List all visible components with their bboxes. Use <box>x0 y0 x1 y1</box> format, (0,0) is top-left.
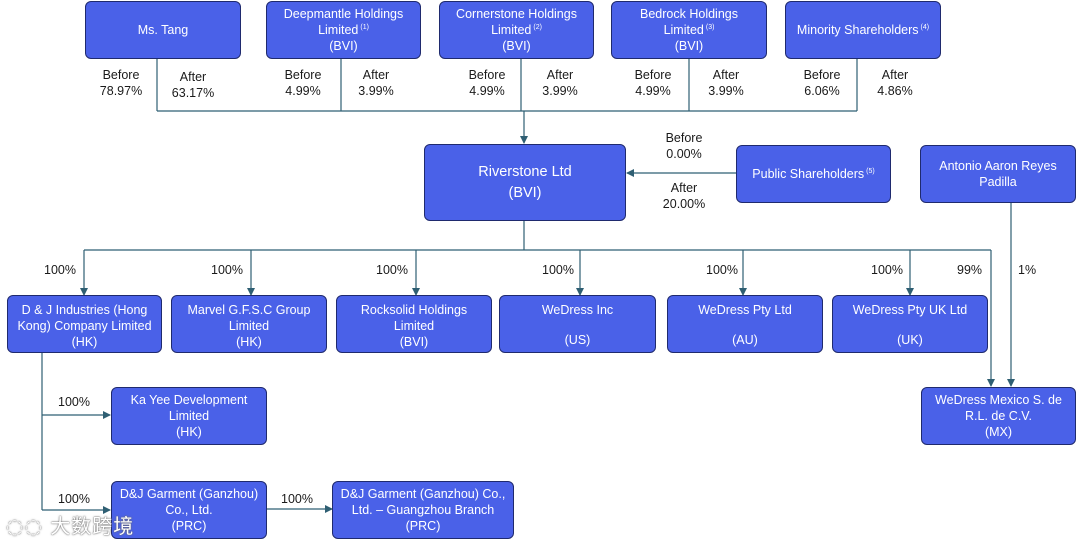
sub-kayee[interactable]: Ka Yee Development Limited (HK) <box>111 387 267 445</box>
shareholder-minority[interactable]: Minority Shareholders(4) <box>785 1 941 59</box>
sub-wedress-au[interactable]: WeDress Pty Ltd (AU) <box>667 295 823 353</box>
box-country: (BVI) <box>329 39 358 53</box>
box-country: (HK) <box>236 335 262 349</box>
box-country: (BVI) <box>502 39 531 53</box>
watermark: ◌◌ 大数跨境 <box>6 514 135 538</box>
box-name: Ms. Tang <box>137 23 189 37</box>
shareholder-ms-tang[interactable]: Ms. Tang <box>85 1 241 59</box>
box-name: WeDress Inc <box>541 303 614 317</box>
shareholder-antonio[interactable]: Antonio Aaron Reyes Padilla <box>920 145 1076 203</box>
pct-marvel: 100% <box>211 263 243 277</box>
box-country: (AU) <box>732 333 758 347</box>
box-name: Public Shareholders(5) <box>752 167 875 181</box>
pct-kayee: 100% <box>58 395 90 409</box>
box-country: (HK) <box>176 425 202 439</box>
box-country: (PRC) <box>405 519 441 533</box>
shareholder-bedrock[interactable]: Bedrock Holdings Limited(3) (BVI) <box>611 1 767 59</box>
sub-wedress-inc[interactable]: WeDress Inc (US) <box>499 295 656 353</box>
sub-dj-garment-guangzhou-branch[interactable]: D&J Garment (Ganzhou) Co., Ltd. – Guangz… <box>332 481 514 539</box>
pct-wedress-uk: 100% <box>871 263 903 277</box>
box-name: Minority Shareholders(4) <box>796 23 930 37</box>
shareholder-cornerstone[interactable]: Cornerstone Holdings Limited(2) (BVI) <box>439 1 594 59</box>
box-name: D&J Garment (Ganzhou) Co., Ltd. – Guangz… <box>340 487 506 517</box>
box-name: Rocksolid Holdings Limited <box>360 303 468 333</box>
sub-marvel[interactable]: Marvel G.F.S.C Group Limited (HK) <box>171 295 327 353</box>
pct-garment: 100% <box>58 492 90 506</box>
box-country: (PRC) <box>171 519 207 533</box>
sub-wedress-uk[interactable]: WeDress Pty UK Ltd (UK) <box>832 295 988 353</box>
shareholder-public[interactable]: Public Shareholders(5) <box>736 145 891 203</box>
box-name: D & J Industries (Hong Kong) Company Lim… <box>17 303 152 333</box>
box-country: (BVI) <box>399 335 429 349</box>
box-name: Antonio Aaron Reyes Padilla <box>939 159 1057 189</box>
box-country: (BVI) <box>674 39 704 53</box>
box-name: Marvel G.F.S.C Group Limited <box>187 303 311 333</box>
box-country: (US) <box>564 333 591 347</box>
box-country: (MX) <box>984 425 1013 439</box>
sub-rocksolid[interactable]: Rocksolid Holdings Limited (BVI) <box>336 295 492 353</box>
pct-rocksolid: 100% <box>376 263 408 277</box>
sub-dj-industries-hk[interactable]: D & J Industries (Hong Kong) Company Lim… <box>7 295 162 353</box>
box-country: (HK) <box>71 335 98 349</box>
box-name: WeDress Pty UK Ltd <box>852 303 968 317</box>
pct-branch: 100% <box>281 492 313 506</box>
box-name: Riverstone Ltd <box>478 163 572 180</box>
shareholder-deepmantle[interactable]: Deepmantle Holdings Limited(1) (BVI) <box>266 1 421 59</box>
watermark-logo-icon: ◌◌ <box>6 514 43 538</box>
box-country: (BVI) <box>508 184 542 201</box>
box-name: D&J Garment (Ganzhou) Co., Ltd. <box>119 487 259 517</box>
box-name: Bedrock Holdings Limited(3) <box>640 7 738 37</box>
pct-mexico-riverstone: 99% <box>957 263 983 277</box>
box-country: (UK) <box>897 333 923 347</box>
sub-dj-garment-ganzhou[interactable]: D&J Garment (Ganzhou) Co., Ltd. (PRC) <box>111 481 267 539</box>
pct-wedress-au: 100% <box>706 263 738 277</box>
box-name: Cornerstone Holdings Limited(2) <box>456 7 577 37</box>
company-riverstone[interactable]: Riverstone Ltd (BVI) <box>424 144 626 221</box>
box-name: WeDress Pty Ltd <box>698 303 792 317</box>
pct-dj-hk: 100% <box>44 263 76 277</box>
pct-mexico-antonio: 1% <box>1018 263 1037 277</box>
box-name: Deepmantle Holdings Limited(1) <box>283 7 404 37</box>
box-name: WeDress Mexico S. de R.L. de C.V. <box>935 393 1062 423</box>
pct-wedress-inc: 100% <box>542 263 574 277</box>
box-name: Ka Yee Development Limited <box>130 393 248 423</box>
sub-wedress-mexico[interactable]: WeDress Mexico S. de R.L. de C.V. (MX) <box>921 387 1076 445</box>
